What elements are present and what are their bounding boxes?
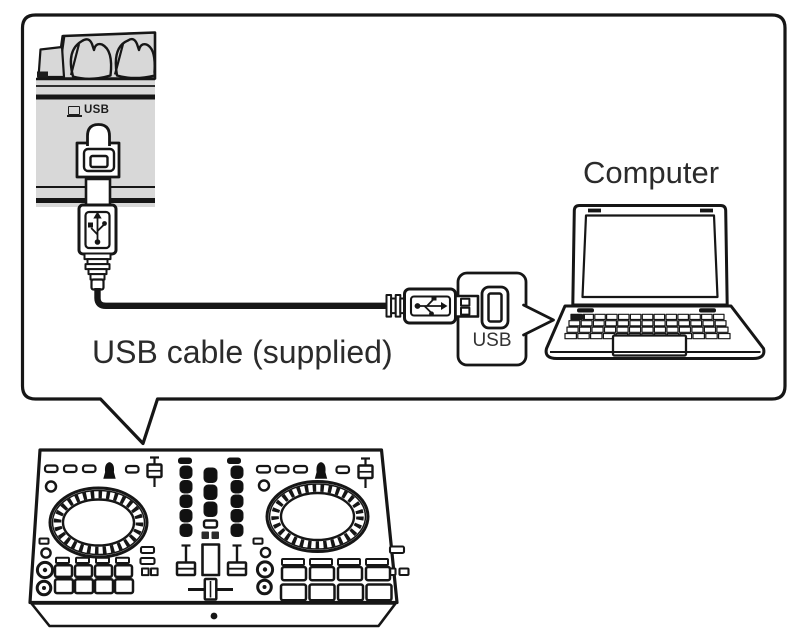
jog-wheel-left <box>48 486 149 559</box>
deck-left-side-buttons <box>35 537 55 597</box>
pitch-fader-right <box>357 457 374 488</box>
usb-cable-label: USB cable (supplied) <box>92 334 393 370</box>
performance-pads-right <box>279 558 393 602</box>
usb-b-plug <box>77 177 118 291</box>
usb-a-port-icon <box>480 285 510 330</box>
crossfader <box>188 577 233 601</box>
mixer-center-panel <box>201 543 221 577</box>
usb-trident-horizontal-icon <box>414 295 448 317</box>
laptop-trackpad <box>611 334 688 357</box>
mixer-knobs <box>179 465 244 537</box>
channel-fader-left <box>175 544 197 577</box>
rear-usb-text: USB <box>84 104 110 116</box>
mixer-section <box>175 457 248 601</box>
knob-icon <box>103 462 116 479</box>
laptop <box>544 204 766 360</box>
jog-silhouette-right <box>114 37 156 80</box>
dj-controller-top-view <box>28 448 410 628</box>
usb-a-plug <box>385 287 480 325</box>
knob-icon <box>314 462 328 479</box>
deck-right-top-controls <box>255 457 374 492</box>
pitch-fader-left <box>146 456 163 487</box>
deck-right-side-buttons <box>252 537 275 596</box>
usb-port-callout-label: USB <box>472 330 512 351</box>
jog-silhouette-left <box>69 38 113 80</box>
computer-icon <box>66 105 82 117</box>
usb-cable <box>94 288 388 309</box>
jog-wheel-right <box>265 480 370 553</box>
deck-left-sync-buttons <box>139 545 159 577</box>
usb-b-port <box>75 123 121 179</box>
computer-label: Computer <box>582 155 720 190</box>
channel-fader-right <box>226 544 248 577</box>
performance-pads-left <box>53 556 135 595</box>
usb-trident-vertical-icon <box>88 211 107 245</box>
rear-panel-usb-label: USB <box>66 104 110 117</box>
rear-corner-block <box>37 45 66 79</box>
deck-left-top-controls <box>43 456 163 493</box>
